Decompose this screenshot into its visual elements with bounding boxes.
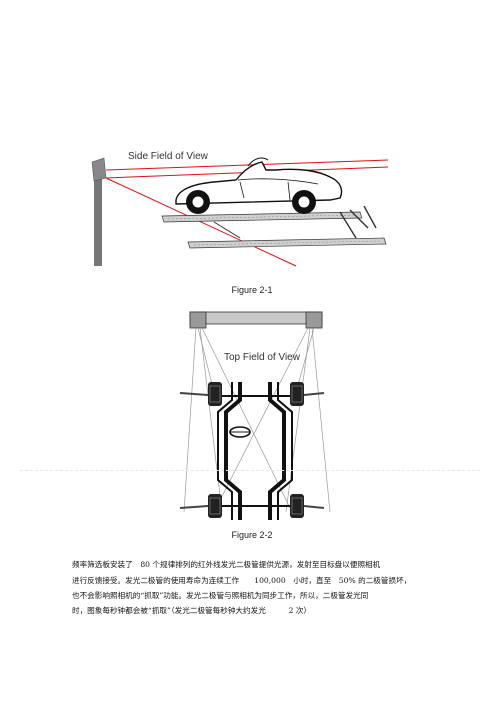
top-field-of-view-label: Top Field of View [224, 352, 300, 363]
page-rule [20, 470, 480, 471]
body-line-2: 进行反馈接受。发光二极管的使用寿命为连续工作 100,000 小时，直至 50%… [72, 576, 412, 585]
body-line-3: 也不会影响照相机的“抓取”功能。发光二极管与照相机为同步工作，所以，二极管发光同 [72, 591, 369, 600]
top-field-of-view-diagram [179, 311, 331, 520]
runway-upper [161, 211, 363, 223]
wheel-front-right [290, 382, 325, 406]
fov-line-upper [105, 159, 389, 171]
wheel-rear-left [179, 494, 222, 518]
rear-wheel [292, 190, 316, 214]
lift-arm [349, 209, 369, 229]
front-wheel [186, 190, 210, 214]
body-line-4: 时，图象每秒钟都会被“抓取”（发光二极管每秒钟大约发光 2 次） [72, 606, 312, 615]
camera-right [305, 311, 323, 329]
fov-line-lower [105, 177, 297, 267]
camera-beam [189, 311, 323, 325]
side-field-of-view-label: Side Field of View [128, 151, 208, 162]
camera-post [94, 176, 102, 266]
figure-2-1-caption: Figure 2-1 [231, 285, 273, 295]
lift-arm [339, 211, 357, 239]
figure-2-2-caption: Figure 2-2 [231, 530, 273, 540]
side-field-of-view-diagram [91, 157, 389, 267]
wheel-rear-right [290, 494, 325, 518]
camera-left [189, 311, 207, 329]
body-line-1: 频率筛选板安装了 80 个规律排列的红外线发光二极管提供光源，发射至目标盘以便照… [72, 560, 381, 569]
camera-head [91, 157, 107, 182]
wheel-front-left [179, 382, 222, 406]
